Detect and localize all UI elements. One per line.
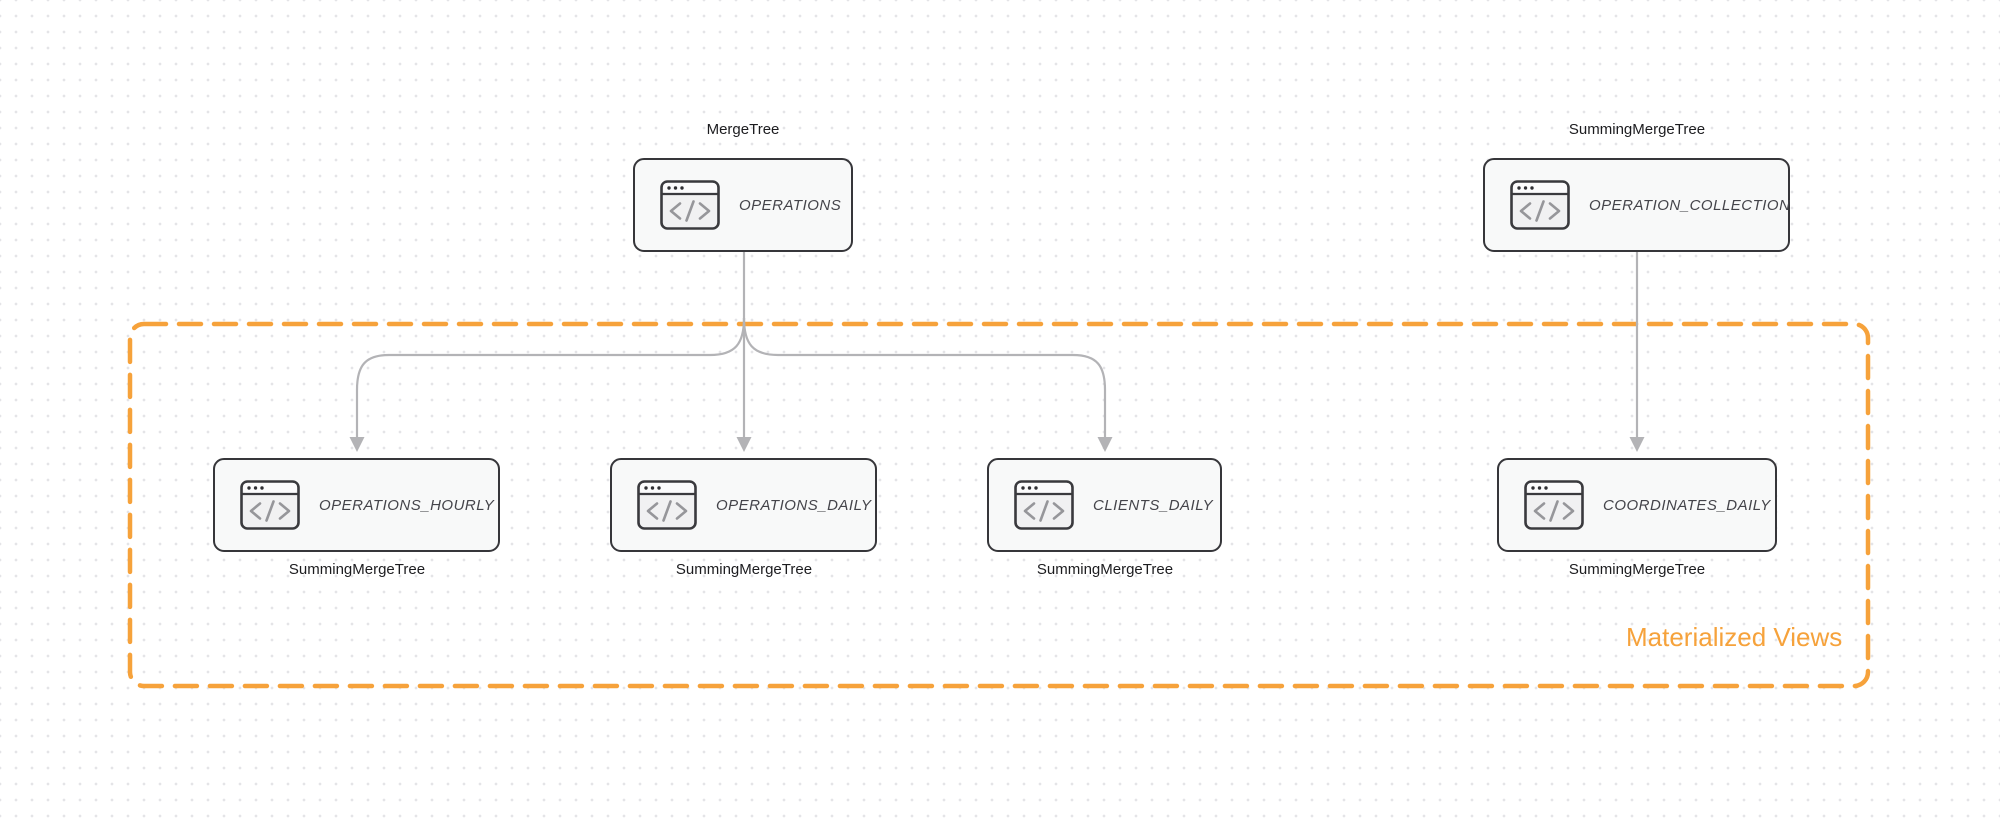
node-operations-daily[interactable]: OPERATIONS_DAILY <box>610 458 877 552</box>
code-window-icon <box>1524 480 1584 530</box>
node-operations[interactable]: OPERATIONS <box>633 158 853 252</box>
node-operation-collection[interactable]: OPERATION_COLLECTION <box>1483 158 1790 252</box>
engine-label-clients-daily: SummingMergeTree <box>1036 561 1174 578</box>
node-clients-daily[interactable]: CLIENTS_DAILY <box>987 458 1222 552</box>
code-window-icon <box>240 480 300 530</box>
code-window-icon <box>637 480 697 530</box>
node-title-operation-collection: OPERATION_COLLECTION <box>1589 196 1791 214</box>
arrowhead-operations-daily <box>736 437 752 452</box>
code-window-icon <box>1014 480 1074 530</box>
engine-label-operation-collection: SummingMergeTree <box>1568 121 1706 138</box>
code-window-icon <box>1510 180 1570 230</box>
engine-label-operations-daily: SummingMergeTree <box>675 561 813 578</box>
node-title-operations-hourly: OPERATIONS_HOURLY <box>319 496 495 514</box>
materialized-views-label: Materialized Views <box>1626 622 1843 652</box>
engine-label-operations: MergeTree <box>706 121 780 138</box>
node-title-clients-daily: CLIENTS_DAILY <box>1093 496 1214 514</box>
arrowhead-clients-daily <box>1097 437 1113 452</box>
edge-operations-to-operations-hourly <box>355 317 746 437</box>
engine-label-coordinates-daily: SummingMergeTree <box>1568 561 1706 578</box>
node-title-coordinates-daily: COORDINATES_DAILY <box>1603 496 1771 514</box>
node-title-operations-daily: OPERATIONS_DAILY <box>716 496 872 514</box>
node-coordinates-daily[interactable]: COORDINATES_DAILY <box>1497 458 1777 552</box>
arrowhead-coordinates-daily <box>1629 437 1645 452</box>
arrowhead-operations-hourly <box>349 437 365 452</box>
engine-label-operations-hourly: SummingMergeTree <box>288 561 426 578</box>
edge-operations-to-clients-daily <box>742 317 1107 437</box>
node-operations-hourly[interactable]: OPERATIONS_HOURLY <box>213 458 500 552</box>
node-title-operations: OPERATIONS <box>739 196 842 214</box>
code-window-icon <box>660 180 720 230</box>
